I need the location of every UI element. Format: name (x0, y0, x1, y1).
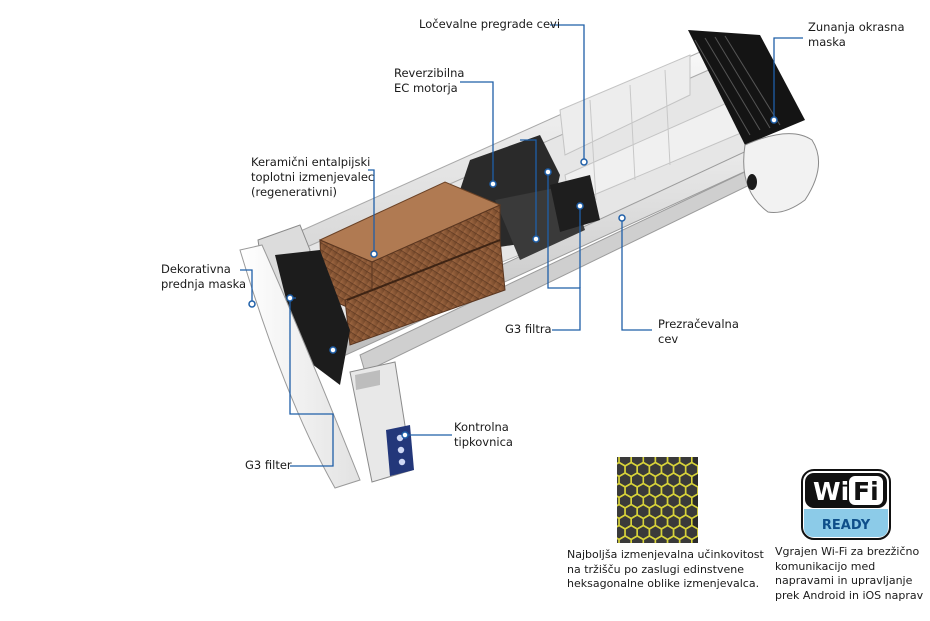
label-g3-filtra: G3 filtra (505, 322, 552, 336)
svg-text:Fi: Fi (853, 477, 879, 506)
wifi-ready-logo: Wi Fi READY (801, 469, 891, 540)
wifi-logo-text: Wi (813, 477, 849, 506)
wifi-caption: Vgrajen Wi-Fi za brezžično komunikacijo … (775, 545, 924, 602)
decorative-front-mask (239, 244, 361, 489)
label-g3-filter: G3 filter (245, 458, 292, 472)
label-zunanja-okrasna-maska: Zunanja okrasna maska (808, 20, 905, 49)
hex-cell (630, 535, 645, 543)
label-keramicni-izmenjevalec: Keramični entalpijski toplotni izmenjeva… (251, 155, 375, 199)
partition-panel-2 (559, 54, 691, 156)
label-reverzibilna-ec-motorja: Reverzibilna EC motorja (394, 66, 465, 95)
hex-cell (618, 535, 632, 543)
label-locevalne-pregrade: Ločevalne pregrade cevi (419, 17, 561, 31)
hex-cell (642, 535, 657, 543)
exterior-mask-cover (743, 133, 820, 213)
label-kontrolna-tipkovnica: Kontrolna tipkovnica (454, 420, 513, 449)
wifi-ready-text: READY (822, 518, 871, 533)
ventilation-unit-illustration (239, 30, 820, 489)
hexagon-caption: Najboljša izmenjevalna učinkovitost na t… (567, 548, 764, 590)
hex-cell (678, 535, 693, 543)
hexagon-exchanger-image (617, 457, 698, 543)
hex-cell (654, 535, 669, 543)
g3-filter-right (550, 175, 600, 232)
hex-cell (666, 535, 681, 543)
callout-dots (248, 116, 778, 439)
label-prezracevalna-cev: Prezračevalna cev (658, 317, 739, 346)
label-dekorativna-maska: Dekorativna prednja maska (161, 262, 247, 291)
